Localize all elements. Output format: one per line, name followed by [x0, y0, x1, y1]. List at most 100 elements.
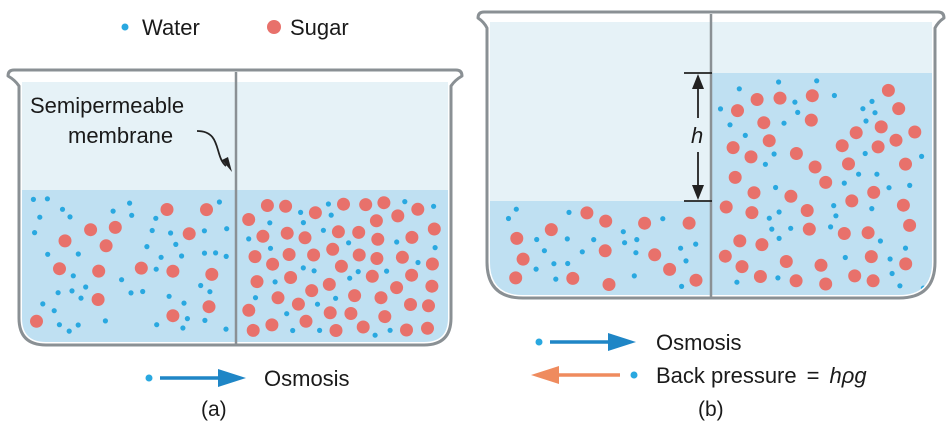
caption-b: (b)	[698, 398, 724, 421]
osmosis-label-a: Osmosis	[264, 366, 350, 391]
water-molecule	[40, 301, 46, 307]
water-molecule	[298, 209, 304, 215]
panel-b: h Osmosis Back pressure=hρg (b)	[476, 10, 946, 421]
sugar-molecule	[405, 230, 419, 244]
water-molecule	[158, 254, 164, 260]
water-molecule	[795, 109, 801, 115]
sugar-molecule	[663, 262, 677, 276]
membrane-pointer	[196, 130, 227, 167]
sugar-molecule	[682, 216, 696, 230]
sugar-molecule	[874, 120, 888, 134]
sugar-molecule	[359, 198, 373, 212]
water-molecule	[551, 261, 557, 267]
osmosis-label-b: Osmosis	[656, 330, 742, 355]
sugar-molecule	[892, 102, 906, 116]
sugar-molecule	[30, 314, 43, 328]
water-molecule	[534, 236, 540, 243]
water-molecule	[902, 245, 909, 251]
water-molecule	[432, 245, 438, 251]
water-molecule	[831, 92, 838, 99]
sugar-molecule	[580, 206, 594, 220]
osmosis-dot-a	[145, 374, 153, 382]
water-molecule	[75, 251, 81, 257]
water-molecule	[70, 273, 76, 279]
sugar-molecule	[421, 321, 434, 335]
sugar-molecule	[837, 227, 851, 240]
sugar-molecule	[735, 260, 749, 274]
water-molecule	[207, 289, 213, 295]
sugar-molecule	[58, 234, 72, 248]
water-molecule	[887, 256, 893, 262]
sugar-molecule	[329, 324, 343, 337]
sugar-molecule	[404, 298, 417, 311]
sugar-molecule	[602, 278, 616, 291]
sugar-molecule	[322, 277, 336, 291]
water-molecule	[634, 237, 640, 243]
water-molecule	[201, 228, 207, 234]
water-molecule	[766, 215, 772, 221]
height-label: h	[691, 123, 703, 148]
sugar-molecule	[265, 318, 279, 332]
water-molecule	[320, 227, 326, 233]
back-pressure-dot	[630, 371, 638, 379]
water-molecule	[67, 214, 73, 220]
sugar-molecule	[377, 196, 391, 210]
sugar-molecule	[510, 231, 524, 245]
water-molecule	[317, 327, 323, 333]
sugar-molecule	[598, 244, 612, 258]
water-molecule	[110, 208, 116, 214]
water-molecule	[56, 322, 63, 328]
water-molecule	[144, 244, 150, 250]
water-molecule	[856, 171, 862, 177]
water-molecule	[889, 270, 895, 277]
sugar-molecule	[91, 293, 105, 306]
water-molecule	[907, 182, 913, 188]
sugar-molecule	[326, 242, 340, 256]
water-molecule	[736, 86, 742, 92]
water-molecule	[776, 79, 782, 85]
water-molecule	[384, 268, 390, 274]
sugar-molecule	[773, 91, 787, 105]
water-molecule	[869, 206, 875, 212]
water-molecule	[314, 301, 321, 307]
water-molecule	[180, 325, 186, 331]
water-molecule	[788, 225, 794, 231]
particles-a	[30, 196, 441, 338]
water-molecule	[727, 122, 733, 128]
water-molecule	[776, 209, 782, 215]
water-molecule	[842, 254, 848, 261]
water-molecule	[224, 226, 230, 232]
water-molecule	[173, 241, 179, 247]
particles-b	[505, 78, 927, 291]
water-molecule	[333, 295, 339, 301]
water-molecule	[267, 245, 274, 251]
sugar-molecule	[881, 83, 895, 97]
sugar-molecule	[99, 239, 113, 253]
sugar-legend-label: Sugar	[290, 15, 349, 40]
sugar-molecule	[282, 248, 296, 261]
sugar-molecule	[200, 203, 213, 217]
beaker-a	[6, 68, 464, 347]
sugar-molecule	[422, 299, 435, 313]
water-molecule	[45, 251, 51, 257]
sugar-molecule	[390, 281, 404, 295]
sugar-molecule	[411, 202, 425, 216]
sugar-molecule	[248, 250, 262, 264]
sugar-molecule	[800, 204, 814, 217]
water-molecule	[775, 275, 781, 281]
sugar-molecule	[369, 214, 383, 228]
sugar-molecule	[242, 213, 256, 226]
water-molecule	[127, 200, 133, 206]
water-molecule	[119, 277, 125, 283]
water-molecule	[872, 110, 878, 116]
sugar-molecule	[242, 303, 256, 317]
sugar-molecule	[284, 271, 298, 284]
sugar-molecule	[835, 139, 849, 153]
water-legend-icon	[121, 23, 129, 31]
water-molecule	[102, 318, 108, 324]
back-pressure-arrow-head	[531, 366, 559, 384]
sugar-molecule	[845, 194, 859, 208]
water-molecule	[693, 241, 699, 247]
sugar-molecule	[867, 185, 881, 199]
sugar-molecule	[819, 175, 833, 189]
